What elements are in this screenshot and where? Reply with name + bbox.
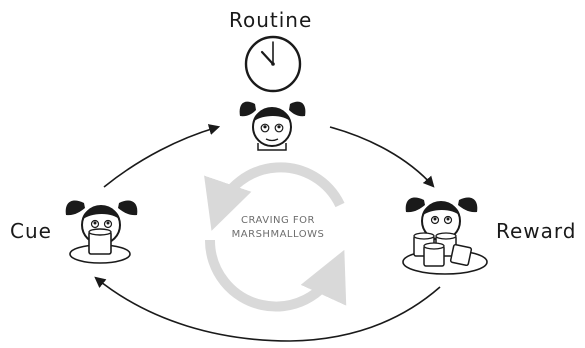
node-label-reward: Reward	[496, 219, 577, 243]
girl-reward-icon	[402, 197, 488, 275]
girl-cue-icon	[65, 200, 138, 264]
craving-label: CRAVING FOR MARSHMALLOWS	[214, 214, 342, 242]
node-label-routine: Routine	[229, 8, 313, 32]
clock-icon	[244, 35, 302, 93]
girl-routine-icon	[239, 101, 306, 151]
arrow-reward-to-cue	[94, 276, 441, 342]
node-label-cue: Cue	[10, 219, 52, 243]
craving-label-line-2: MARSHMALLOWS	[231, 229, 325, 240]
marshmallow-pile-icon	[413, 232, 473, 267]
craving-label-line-1: CRAVING FOR	[241, 215, 315, 226]
craving-cycle-ring	[204, 162, 347, 312]
arrow-cue-to-routine	[103, 124, 221, 188]
arrow-routine-to-reward	[329, 126, 435, 188]
